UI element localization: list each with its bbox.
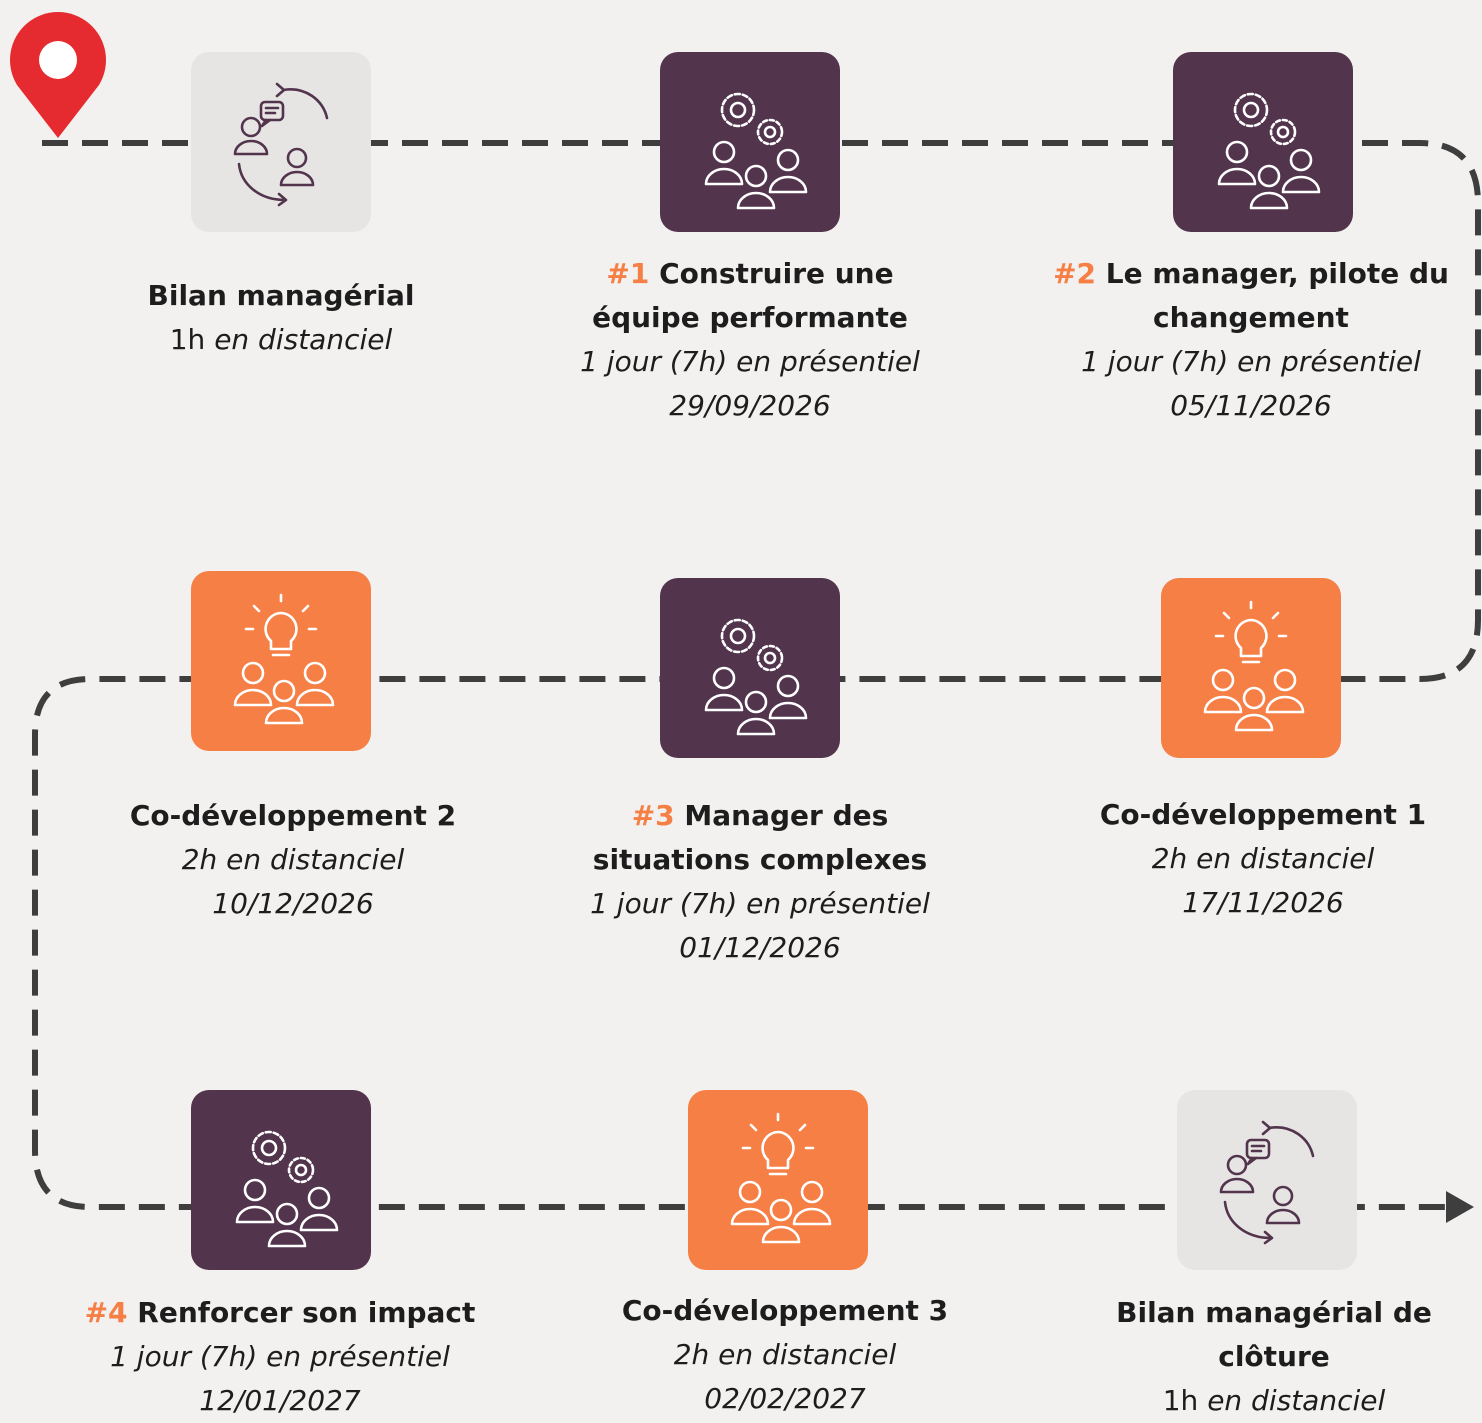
step-title-text: Le manager, pilote du changement (1105, 257, 1449, 334)
step-title: Bilan managérial (147, 279, 415, 312)
step-label-bilan: Bilan managérial 1h en distanciel (81, 274, 481, 362)
step-title: Bilan managérial de clôture (1116, 1296, 1432, 1373)
step-duration: 1 jour (7h) en présentiel (580, 345, 920, 378)
step-label-codev2: Co-développement 2 2h en distanciel 10/1… (93, 794, 493, 926)
step-icon-box-codev3 (688, 1090, 868, 1270)
arrow-head-icon (1446, 1191, 1474, 1223)
step-icon-box-m1 (660, 52, 840, 232)
step-label-m4: #4 Renforcer son impact 1 jour (7h) en p… (80, 1291, 480, 1423)
step-number: #4 (84, 1296, 128, 1329)
step-duration: 1h en distanciel (81, 318, 481, 362)
step-icon-box-bilan-cloture (1177, 1090, 1357, 1270)
step-duration-mode: en distanciel (214, 323, 393, 356)
step-duration-hours: 1h (169, 323, 206, 356)
step-label-m3: #3 Manager des situations complexes 1 jo… (560, 794, 960, 970)
team-idea-icon (233, 593, 335, 725)
step-title: #2 Le manager, pilote du changement (1051, 252, 1451, 340)
step-duration-mode: en distanciel (1207, 1384, 1386, 1417)
step-duration: 2h en distanciel (673, 1338, 897, 1371)
team-gears-icon (704, 618, 808, 736)
step-icon-box-m3 (660, 578, 840, 758)
step-duration: 1 jour (7h) en présentiel (110, 1340, 450, 1373)
step-icon-box-m4 (191, 1090, 371, 1270)
step-title: #1 Construire une équipe performante (550, 252, 950, 340)
step-duration: 1 jour (7h) en présentiel (590, 887, 930, 920)
team-gears-icon (235, 1130, 339, 1248)
step-title-text: Renforcer son impact (137, 1296, 476, 1329)
step-number: #1 (606, 257, 650, 290)
step-duration-hours: 1h (1162, 1384, 1199, 1417)
conversation-cycle-icon (1219, 1120, 1315, 1245)
step-date: 17/11/2026 (1182, 886, 1344, 919)
step-icon-box-bilan (191, 52, 371, 232)
team-idea-icon (730, 1112, 832, 1244)
step-label-codev1: Co-développement 1 2h en distanciel 17/1… (1063, 793, 1463, 925)
team-idea-icon (1203, 600, 1305, 732)
step-number: #2 (1053, 257, 1097, 290)
step-date: 29/09/2026 (669, 389, 831, 422)
step-icon-box-codev1 (1161, 578, 1341, 758)
step-label-codev3: Co-développement 3 2h en distanciel 02/0… (585, 1289, 985, 1421)
step-icon-box-m2 (1173, 52, 1353, 232)
step-date: 05/11/2026 (1170, 389, 1332, 422)
team-gears-icon (704, 92, 808, 210)
step-title-text: Manager des situations complexes (592, 799, 928, 876)
step-label-m2: #2 Le manager, pilote du changement 1 jo… (1051, 252, 1451, 428)
step-date: 10/12/2026 (212, 887, 374, 920)
step-date: 02/02/2027 (704, 1382, 866, 1415)
step-number: #3 (631, 799, 675, 832)
step-date: 01/12/2026 (679, 931, 841, 964)
step-title: Co-développement 3 (621, 1294, 949, 1327)
location-pin-icon (9, 12, 107, 139)
step-date: 12/01/2027 (199, 1384, 361, 1417)
conversation-cycle-icon (233, 82, 329, 207)
step-label-bilan-cloture: Bilan managérial de clôture 1h en distan… (1074, 1291, 1474, 1423)
step-title: Co-développement 2 (129, 799, 457, 832)
step-duration: 1h en distanciel (1074, 1379, 1474, 1423)
step-title-text: Construire une équipe performante (592, 257, 908, 334)
step-title: Co-développement 1 (1099, 798, 1427, 831)
step-title: #4 Renforcer son impact (80, 1291, 480, 1335)
step-title: #3 Manager des situations complexes (560, 794, 960, 882)
step-duration: 1 jour (7h) en présentiel (1081, 345, 1421, 378)
team-gears-icon (1217, 92, 1321, 210)
step-duration: 2h en distanciel (181, 843, 405, 876)
step-icon-box-codev2 (191, 571, 371, 751)
step-label-m1: #1 Construire une équipe performante 1 j… (550, 252, 950, 428)
step-duration: 2h en distanciel (1151, 842, 1375, 875)
